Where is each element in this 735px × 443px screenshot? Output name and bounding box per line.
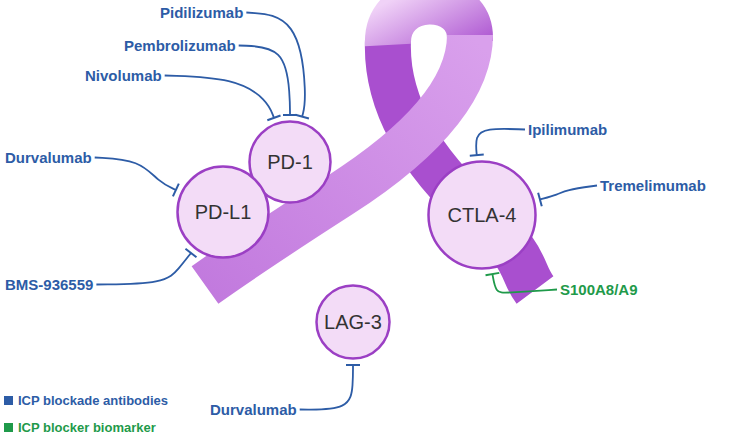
drug-label: S100A8/A9 xyxy=(560,280,638,299)
inhibition-connector xyxy=(492,274,557,293)
legend-swatch xyxy=(4,396,13,405)
inhibition-connector xyxy=(95,158,176,191)
legend-row: ICP blocker biomarker xyxy=(4,420,156,435)
inhibition-connector xyxy=(540,186,597,200)
inhibition-connector xyxy=(300,365,353,410)
drug-label: Durvalumab xyxy=(210,400,297,419)
checkpoint-circle: PD-L1 xyxy=(176,165,270,259)
checkpoint-name: PD-L1 xyxy=(195,201,252,224)
inhibition-connector xyxy=(165,76,274,118)
checkpoint-name: PD-1 xyxy=(267,151,313,174)
drug-label: Tremelimumab xyxy=(600,176,706,195)
inhibition-connector xyxy=(476,129,525,155)
drug-name: Durvalumab xyxy=(210,401,297,418)
drug-label: BMS-936559 xyxy=(5,275,93,294)
checkpoint-name: CTLA-4 xyxy=(448,204,517,227)
drug-name: Tremelimumab xyxy=(600,177,706,194)
drug-label: Pidilizumab xyxy=(160,3,243,22)
checkpoint-circle: CTLA-4 xyxy=(427,160,537,270)
inhibition-connector xyxy=(96,253,191,285)
drug-name: Durvalumab xyxy=(5,149,92,166)
drug-name: BMS-936559 xyxy=(5,276,93,293)
legend-row: ICP blockade antibodies xyxy=(4,393,168,408)
drug-name: Nivolumab xyxy=(85,67,162,84)
drug-name: S100A8/A9 xyxy=(560,281,638,298)
checkpoint-circle: LAG-3 xyxy=(315,284,391,360)
legend-swatch xyxy=(4,423,13,432)
inhibition-connector xyxy=(246,13,305,117)
legend-text: ICP blockade antibodies xyxy=(18,393,168,408)
drug-name: Ipilimumab xyxy=(528,121,607,138)
legend-text: ICP blocker biomarker xyxy=(18,420,156,435)
checkpoint-name: LAG-3 xyxy=(324,311,382,334)
drug-label: Pembrolizumab xyxy=(124,36,236,55)
drug-label: Durvalumab xyxy=(5,148,92,167)
inhibition-connector xyxy=(239,46,290,116)
drug-name: Pembrolizumab xyxy=(124,37,236,54)
drug-label: Ipilimumab xyxy=(528,120,607,139)
drug-name: Pidilizumab xyxy=(160,4,243,21)
drug-label: Nivolumab xyxy=(85,66,162,85)
